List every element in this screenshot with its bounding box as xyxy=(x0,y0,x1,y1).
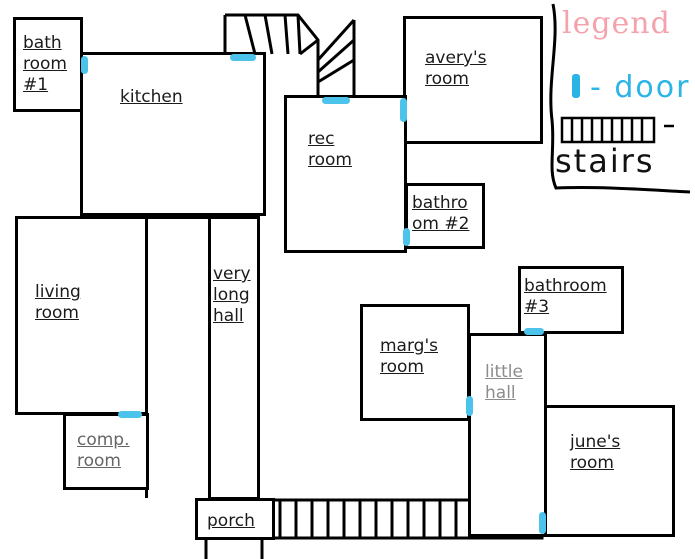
legend-frame xyxy=(549,3,691,194)
bathroom-2 xyxy=(405,183,485,249)
porch xyxy=(195,498,275,540)
label-comp-room: comp. room xyxy=(77,430,130,471)
door-averys-room xyxy=(400,98,407,122)
legend-stairs-sample xyxy=(560,116,674,144)
label-little-hall: little hall xyxy=(485,362,523,403)
comp-room xyxy=(63,413,149,490)
label-porch: porch xyxy=(207,511,255,531)
margs-room xyxy=(360,304,470,421)
legend-stairs-label: stairs xyxy=(555,142,655,180)
little-hall xyxy=(468,333,547,537)
door-junes-room xyxy=(539,512,546,534)
averys-room xyxy=(403,16,543,144)
kitchen xyxy=(80,52,266,216)
door-bathroom-3 xyxy=(524,328,544,335)
door-kitchen-top xyxy=(230,54,256,61)
legend-title: legend xyxy=(562,6,671,41)
door-rec-room-top xyxy=(322,97,350,104)
legend-door-label: - door xyxy=(590,70,691,105)
door-comp-room xyxy=(118,411,142,418)
bathroom-3 xyxy=(518,266,624,334)
junes-room xyxy=(544,405,675,537)
very-long-hall xyxy=(208,216,260,500)
label-living-room: living room xyxy=(35,282,81,323)
label-bathroom-2: bathro om #2 xyxy=(412,193,470,234)
door-bathroom-2 xyxy=(403,228,410,246)
label-margs-room: marg's room xyxy=(380,336,438,377)
label-bathroom-3: bathroom #3 xyxy=(524,276,607,317)
label-kitchen: kitchen xyxy=(120,87,183,107)
label-bathroom-1: bath room #1 xyxy=(23,33,67,95)
top-stairs xyxy=(223,13,356,96)
label-junes-room: june's room xyxy=(570,432,621,473)
label-averys-room: avery's room xyxy=(425,48,487,89)
rec-room xyxy=(284,95,407,253)
door-bathroom-1 xyxy=(81,56,88,74)
label-very-long-hall: very long hall xyxy=(213,264,251,326)
label-rec-room: rec room xyxy=(308,129,352,170)
corridor-left xyxy=(145,216,212,498)
legend-door-sample xyxy=(572,74,580,98)
door-margs-room xyxy=(466,396,473,416)
